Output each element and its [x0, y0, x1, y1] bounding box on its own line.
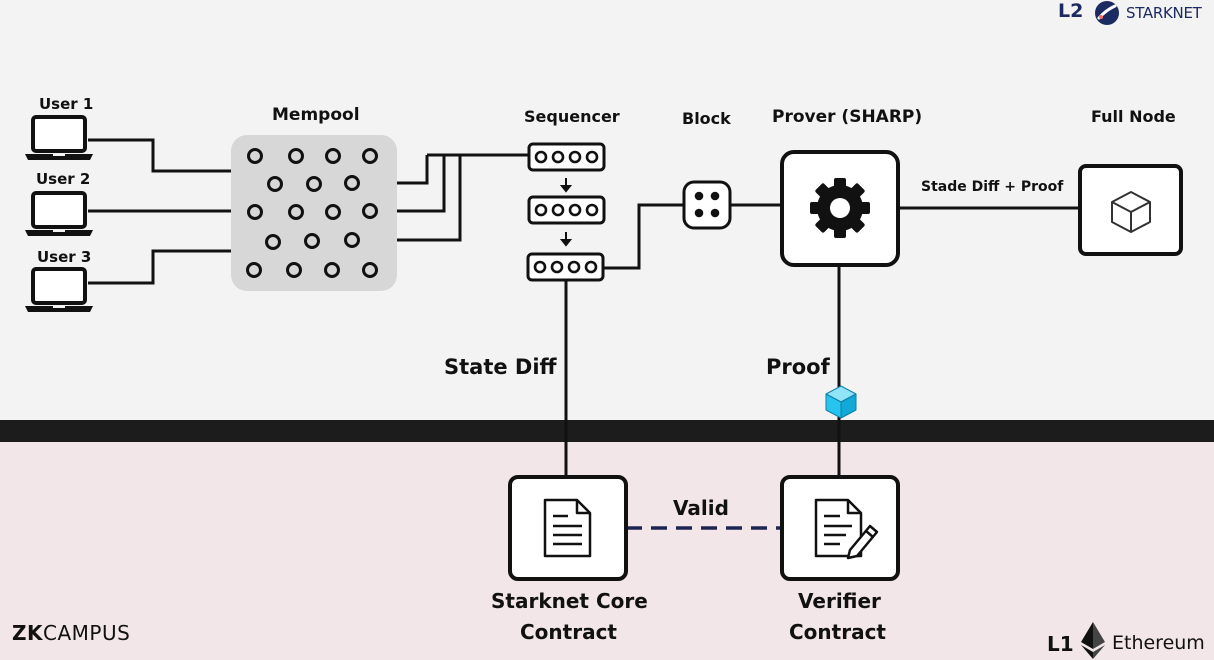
mempool-transactions [246, 148, 378, 278]
sequencer-label: Sequencer [524, 107, 620, 126]
full-node-box [1078, 164, 1183, 256]
document-icon [543, 498, 592, 558]
ethereum-icon [1081, 622, 1105, 659]
l2-layer-label: L2 [1058, 0, 1084, 22]
starknet-brand-label: STARKNET [1126, 4, 1202, 22]
proof-cube-icon [825, 385, 857, 419]
state-diff-label: State Diff [444, 355, 557, 379]
zkcampus-logo: ZKCAMPUS [12, 621, 130, 645]
block-label: Block [682, 109, 731, 128]
sequencer-batch [527, 142, 606, 172]
sequencer-batch [526, 252, 605, 282]
down-arrow-icon [559, 232, 573, 247]
user-label: User 1 [39, 95, 94, 113]
gear-icon [810, 178, 870, 238]
core-contract-label-line-2: Contract [520, 620, 617, 644]
zkcampus-logo-zk: ZK [12, 621, 43, 645]
user-label: User 3 [37, 248, 92, 266]
laptop-icon [25, 267, 93, 312]
user-label: User 2 [36, 170, 91, 188]
starknet-core-contract-box [508, 475, 628, 581]
starknet-logo-icon [1095, 1, 1119, 25]
proof-label: Proof [766, 355, 830, 379]
document-pen-icon [814, 498, 879, 560]
mempool-label: Mempool [272, 105, 360, 125]
verifier-contract-label-line-1: Verifier [798, 589, 881, 613]
zkcampus-logo-campus: CAMPUS [43, 621, 131, 645]
laptop-icon [25, 191, 93, 236]
layer-divider-band [0, 420, 1214, 442]
down-arrow-icon [559, 178, 573, 193]
user1-to-mempool-line [88, 138, 232, 173]
sequencer-to-block-line [603, 203, 684, 270]
mempool-box [231, 135, 397, 291]
laptop-icon [25, 115, 93, 160]
verifier-contract-box [780, 475, 900, 581]
ethereum-brand-label: Ethereum [1112, 632, 1205, 654]
full-node-label: Full Node [1091, 107, 1176, 126]
valid-label: Valid [673, 496, 729, 520]
user3-to-mempool-line [88, 249, 232, 285]
sequencer-batch [527, 195, 606, 225]
prover-label: Prover (SHARP) [772, 107, 923, 127]
l1-layer-label: L1 [1047, 632, 1074, 656]
tx-line-2 [377, 155, 446, 213]
block-icon [682, 180, 732, 230]
cube-icon [1111, 191, 1151, 233]
core-contract-label-line-1: Starknet Core [491, 589, 648, 613]
stade-diff-proof-label: Stade Diff + Proof [921, 179, 1064, 195]
verifier-contract-label-line-2: Contract [789, 620, 886, 644]
